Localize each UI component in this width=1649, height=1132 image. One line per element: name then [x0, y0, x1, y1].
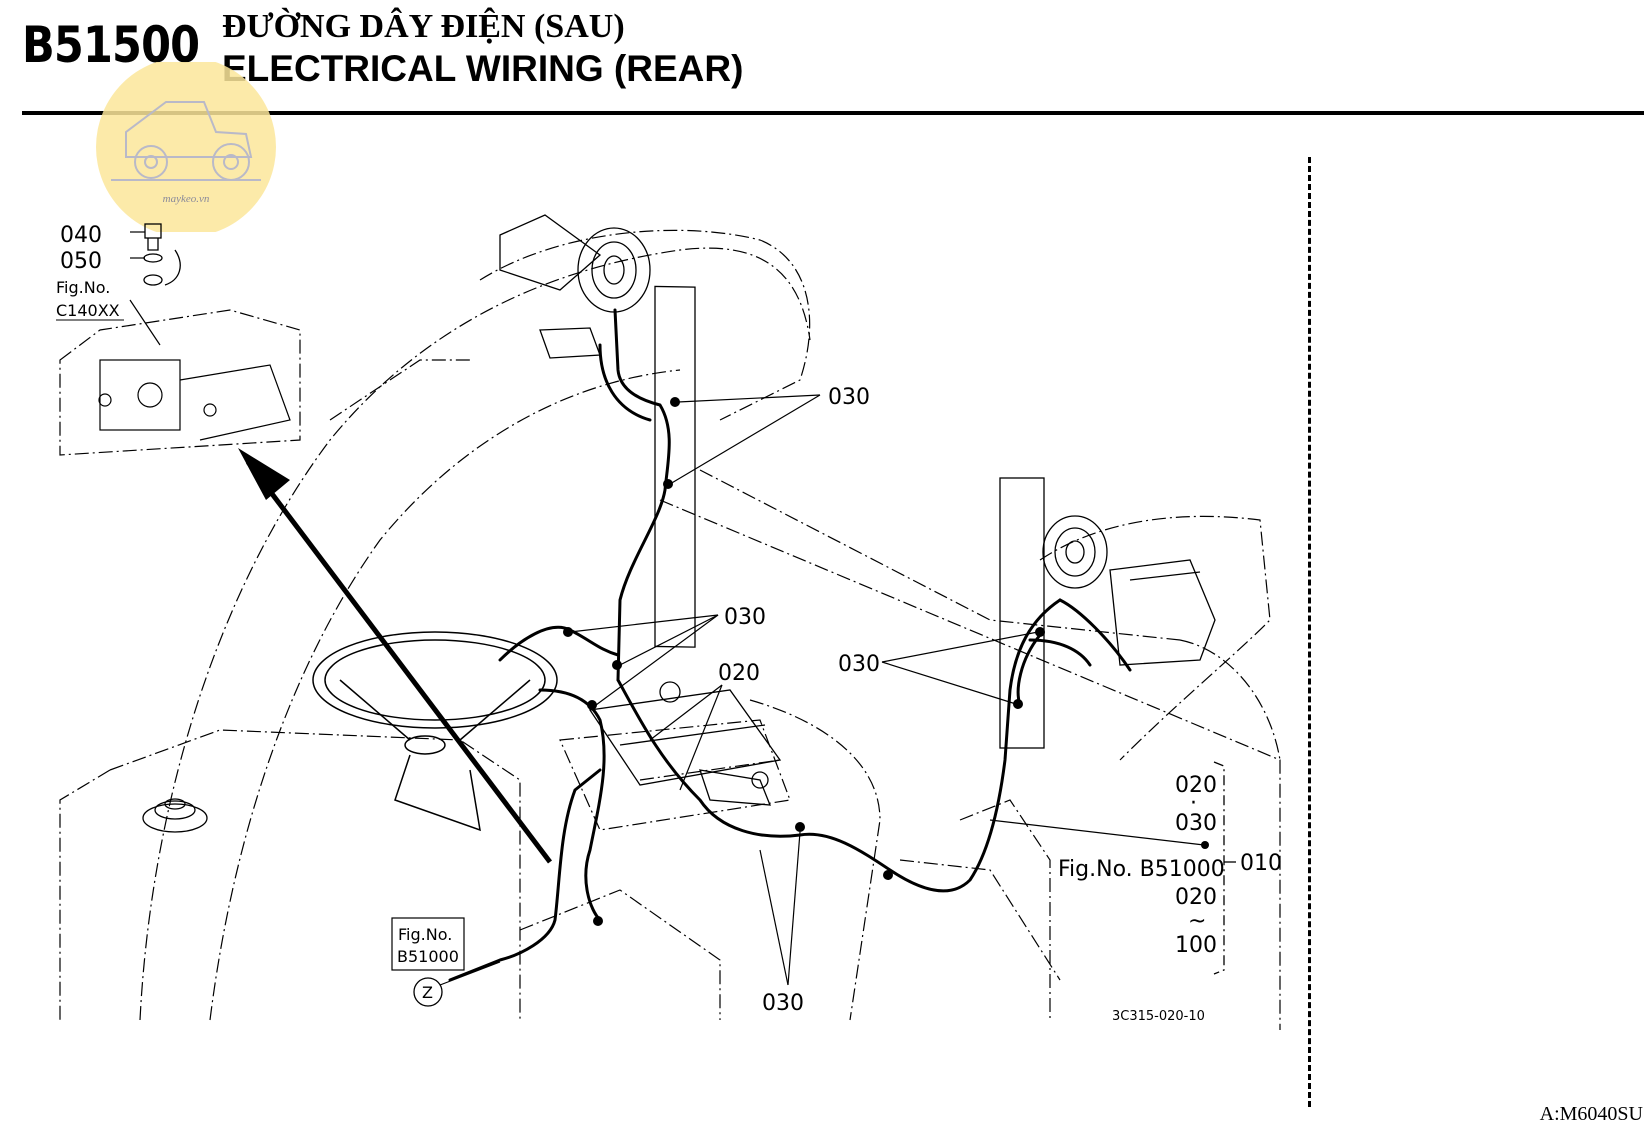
- bracket-fig-ref: Fig.No. B51000: [1058, 857, 1225, 882]
- clamp: [587, 700, 597, 710]
- bracket-dot: ·: [1190, 791, 1197, 816]
- right-rear-lamp: [999, 477, 1216, 749]
- clamp: [663, 479, 673, 489]
- bolt-and-washer: [143, 223, 181, 286]
- callout-050: 050: [60, 249, 102, 274]
- hitch-inset: [98, 359, 291, 441]
- clamp: [563, 627, 573, 637]
- callout-030-bottom: 030: [762, 991, 804, 1016]
- bracket-tilde: ~: [1188, 909, 1206, 934]
- drawing-id: 3C315-020-10: [1112, 1009, 1205, 1024]
- wiring-harness: [448, 308, 1132, 982]
- clamp: [795, 822, 805, 832]
- bracket-item-100: 100: [1175, 933, 1217, 958]
- callout-030-top: 030: [828, 385, 870, 410]
- leader-lines: [129, 231, 1205, 986]
- left-rear-lamp: [499, 214, 696, 648]
- logo-text: maykeo.vn: [163, 193, 210, 205]
- clamp: [593, 916, 603, 926]
- ref-dot: [1201, 841, 1209, 849]
- fig-b51000-box-number: B51000: [397, 947, 459, 966]
- callout-020-mid: 020: [718, 661, 760, 686]
- z-marker-circle: [413, 977, 443, 1007]
- parts-bracket-list: 020 · 030 Fig.No. B51000 020 ~ 100 010: [1058, 761, 1282, 975]
- bracket-group-010: 010: [1240, 851, 1282, 876]
- clamp: [670, 397, 680, 407]
- title-vietnamese: ĐƯỜNG DÂY ĐIỆN (SAU): [222, 8, 625, 45]
- direction-arrow: [238, 448, 552, 864]
- bracket-item-020b: 020: [1175, 885, 1217, 910]
- clamp: [883, 870, 893, 880]
- clamp: [612, 660, 622, 670]
- tractor-outline: [59, 229, 1281, 1030]
- model-reference: A:M6040SU: [1539, 1103, 1643, 1125]
- fig-c140-number: C140XX: [56, 301, 120, 320]
- fig-c140-label: Fig.No.: [56, 278, 110, 297]
- fig-b51000-box: [391, 917, 465, 971]
- tractor-logo-watermark: maykeo.vn: [96, 62, 276, 232]
- callout-030-mid: 030: [724, 605, 766, 630]
- header-rule: [22, 111, 1644, 115]
- callout-030-right: 030: [838, 652, 880, 677]
- clamp: [1013, 699, 1023, 709]
- z-marker: Z: [422, 983, 433, 1002]
- title-english: ELECTRICAL WIRING (REAR): [222, 48, 744, 89]
- relay-panel: [588, 681, 782, 806]
- fig-b51000-box-label: Fig.No.: [398, 925, 452, 944]
- bracket-item-030: 030: [1175, 811, 1217, 836]
- clamp: [1035, 627, 1045, 637]
- callout-040: 040: [60, 223, 102, 248]
- fuel-cap: [142, 798, 208, 833]
- wire-clamps: [563, 397, 1045, 926]
- bracket-item-020: 020: [1175, 773, 1217, 798]
- steering-wheel: [312, 631, 558, 832]
- page-divider: [1308, 157, 1311, 1107]
